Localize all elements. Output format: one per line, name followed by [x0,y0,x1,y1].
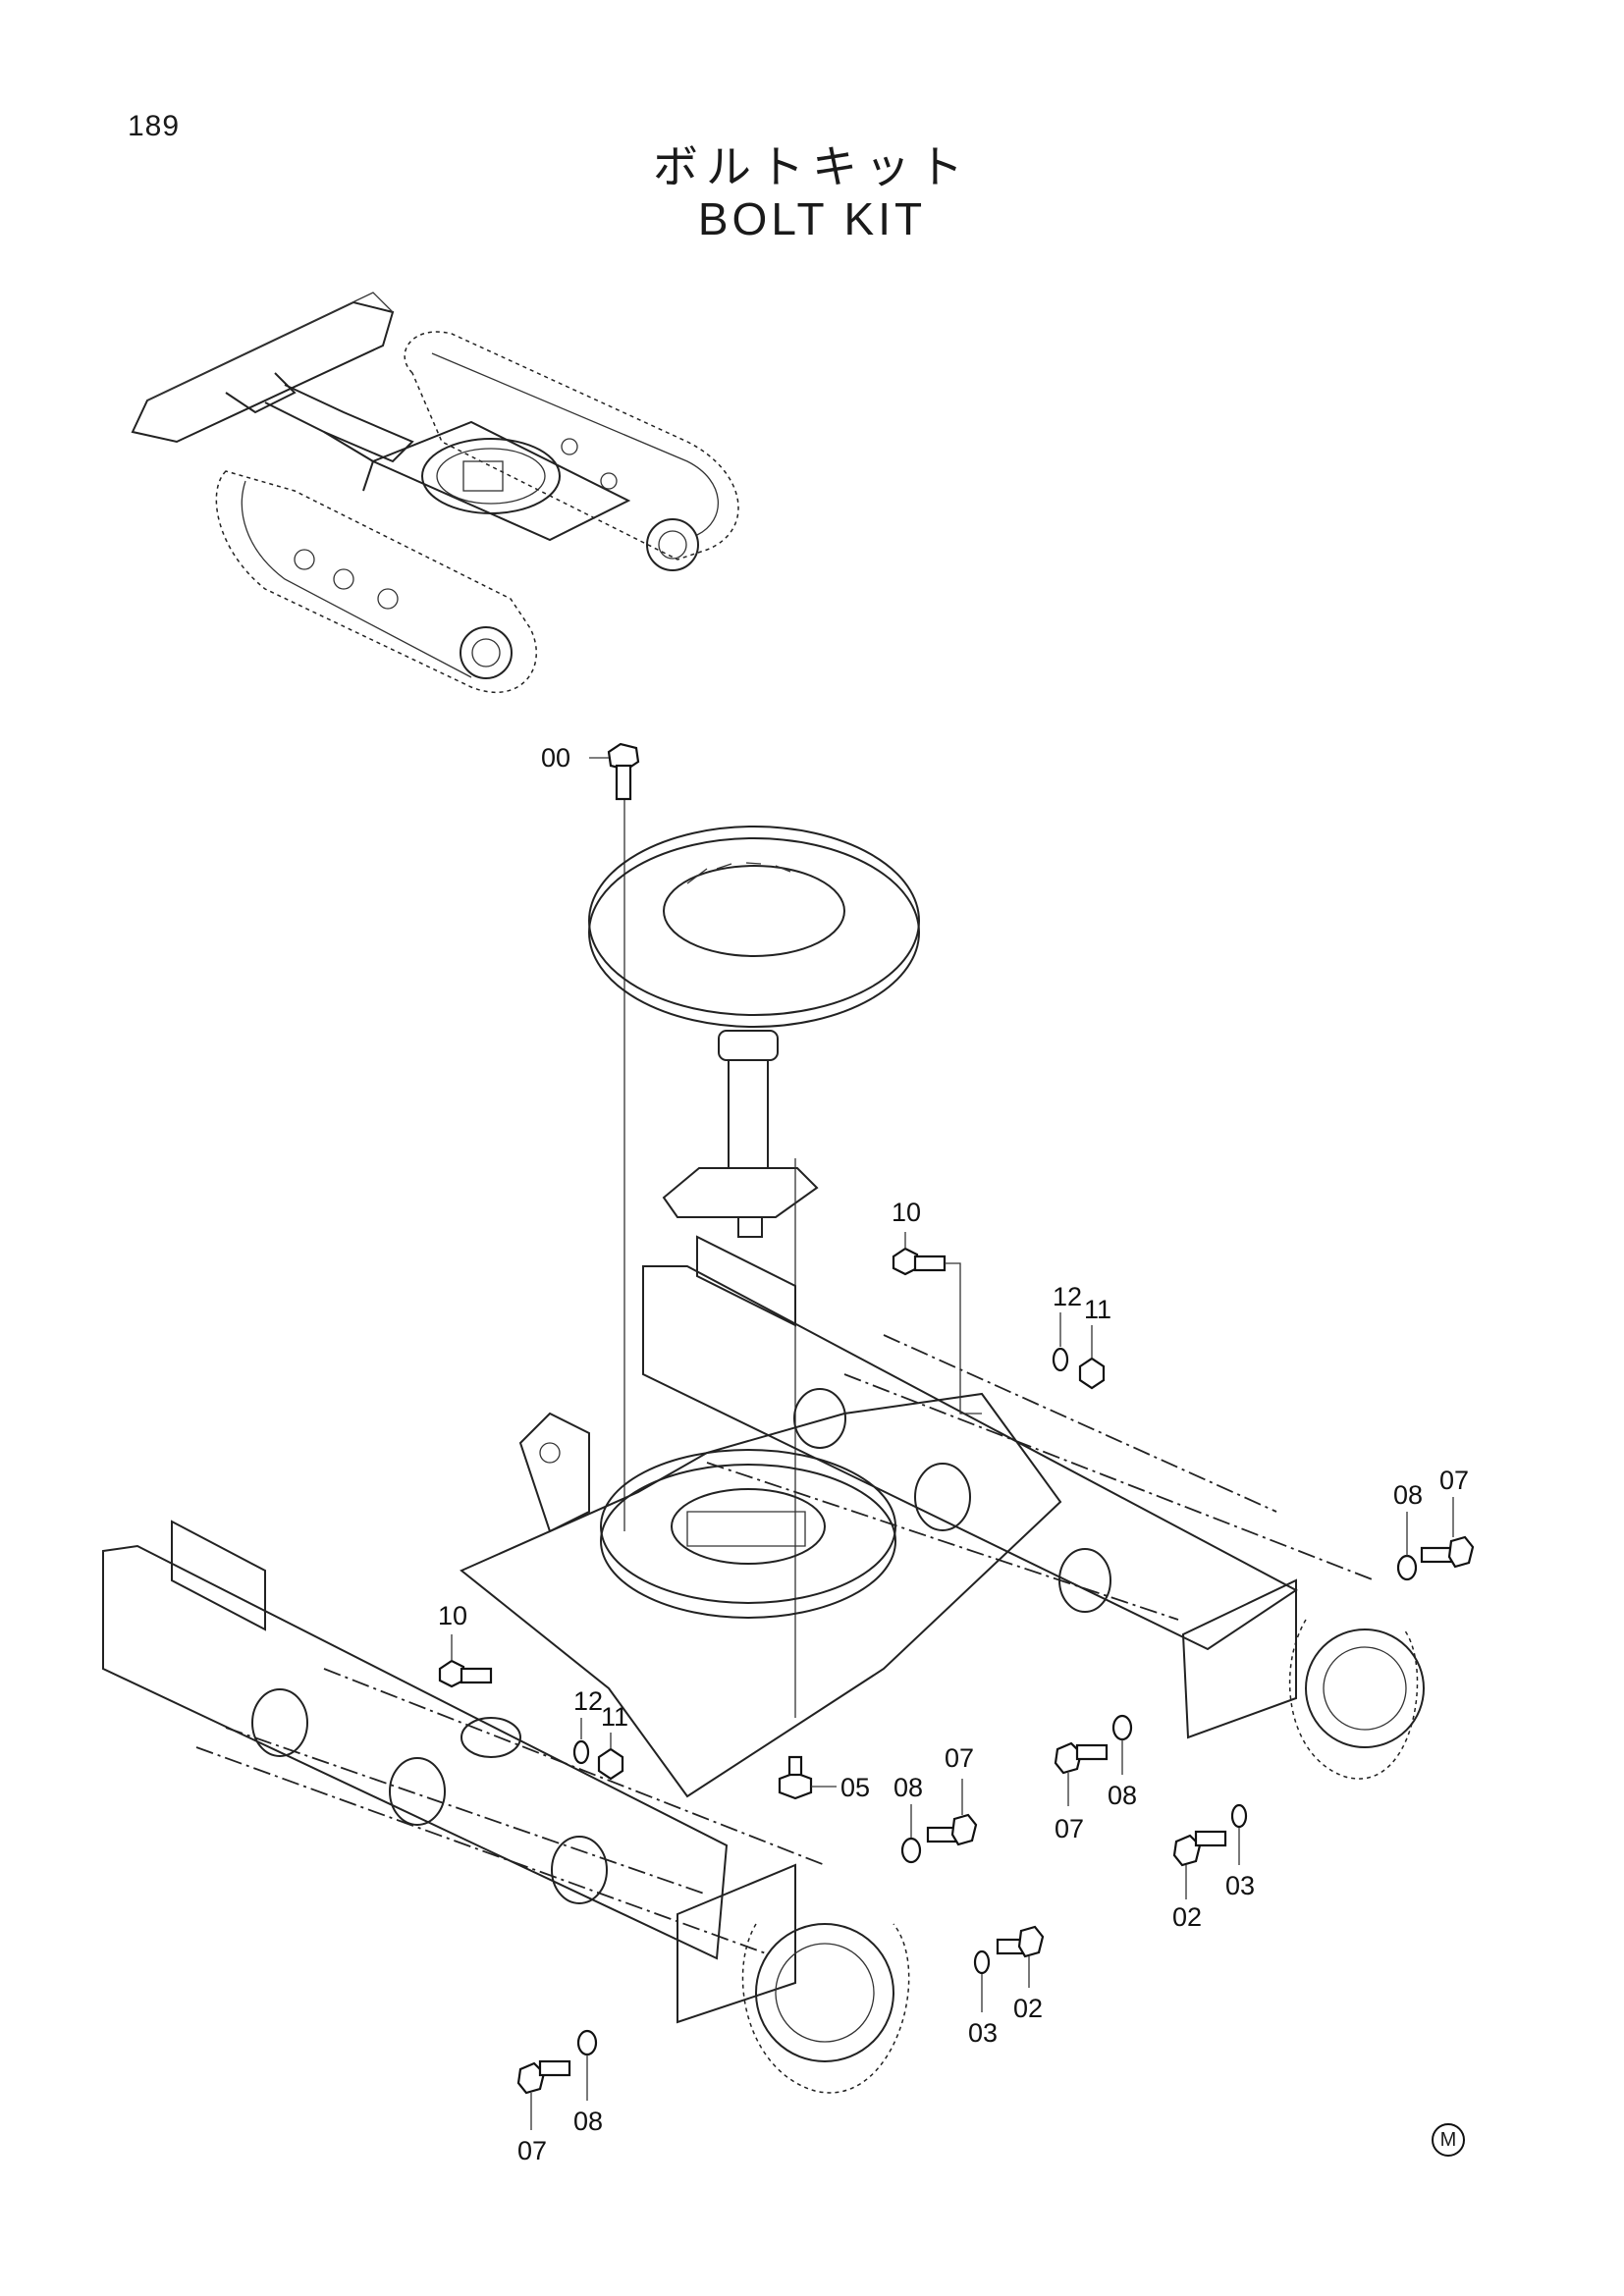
callout-07-right-upper: 07 [1439,1466,1469,1495]
callout-08-right-upper: 08 [1393,1480,1423,1510]
page-number: 189 [128,110,181,142]
bolt-02-right [1172,1830,1227,1899]
callout-11-lower: 11 [601,1702,628,1732]
center-joint [662,1030,819,1238]
washer-08-middle [900,1837,922,1864]
callout-08-lower-left: 08 [573,2107,603,2136]
callout-11-upper: 11 [1084,1295,1111,1324]
washer-03-lower [973,1949,991,1975]
bolt-00 [589,742,640,801]
callout-08-right-middle: 08 [1108,1781,1137,1810]
washer-12-lower [572,1739,590,1765]
bolt-07-middle [926,1779,978,1846]
washer-08-right-upper [1396,1554,1418,1581]
catalog-mark-symbol: M [1432,2123,1465,2157]
callout-00: 00 [541,743,570,773]
callout-07-lower-left: 07 [517,2136,547,2165]
callout-12-lower: 12 [573,1686,603,1716]
washer-08-right-middle [1111,1714,1133,1741]
callout-02-right: 02 [1172,1902,1202,1932]
callout-08-middle: 08 [893,1773,923,1802]
callout-02-lower: 02 [1013,1994,1043,2023]
callout-05: 05 [840,1773,870,1802]
callout-07-right-middle: 07 [1055,1814,1084,1843]
callout-10-lower: 10 [438,1601,467,1630]
callout-10-upper: 10 [892,1198,921,1227]
bolt-10-upper [892,1232,982,1415]
bolt-02-lower [996,1925,1045,1988]
bolt-07-right-upper [1420,1497,1475,1569]
washer-03-right [1230,1803,1248,1829]
bolt-07-right-middle [1054,1741,1109,1806]
nut-11-upper [1078,1357,1106,1390]
bolt-05 [778,1755,837,1800]
callout-12-upper: 12 [1053,1282,1082,1311]
callout-03-right: 03 [1225,1871,1255,1900]
washer-12-upper [1052,1347,1069,1372]
bolt-07-lower-left [516,2059,571,2130]
washer-08-lower-left [576,2029,598,2056]
page-title-japanese: ボルトキット [653,140,971,193]
swing-bearing-ring [588,826,920,1028]
track-frame [102,1235,1425,2094]
machine-overview-illustration [131,292,739,693]
page-title-english: BOLT KIT [697,193,927,244]
bolt-10-lower [438,1634,493,1688]
callout-03-lower: 03 [968,2018,998,2048]
nut-11-lower [597,1747,624,1781]
callout-07-middle: 07 [945,1743,974,1773]
